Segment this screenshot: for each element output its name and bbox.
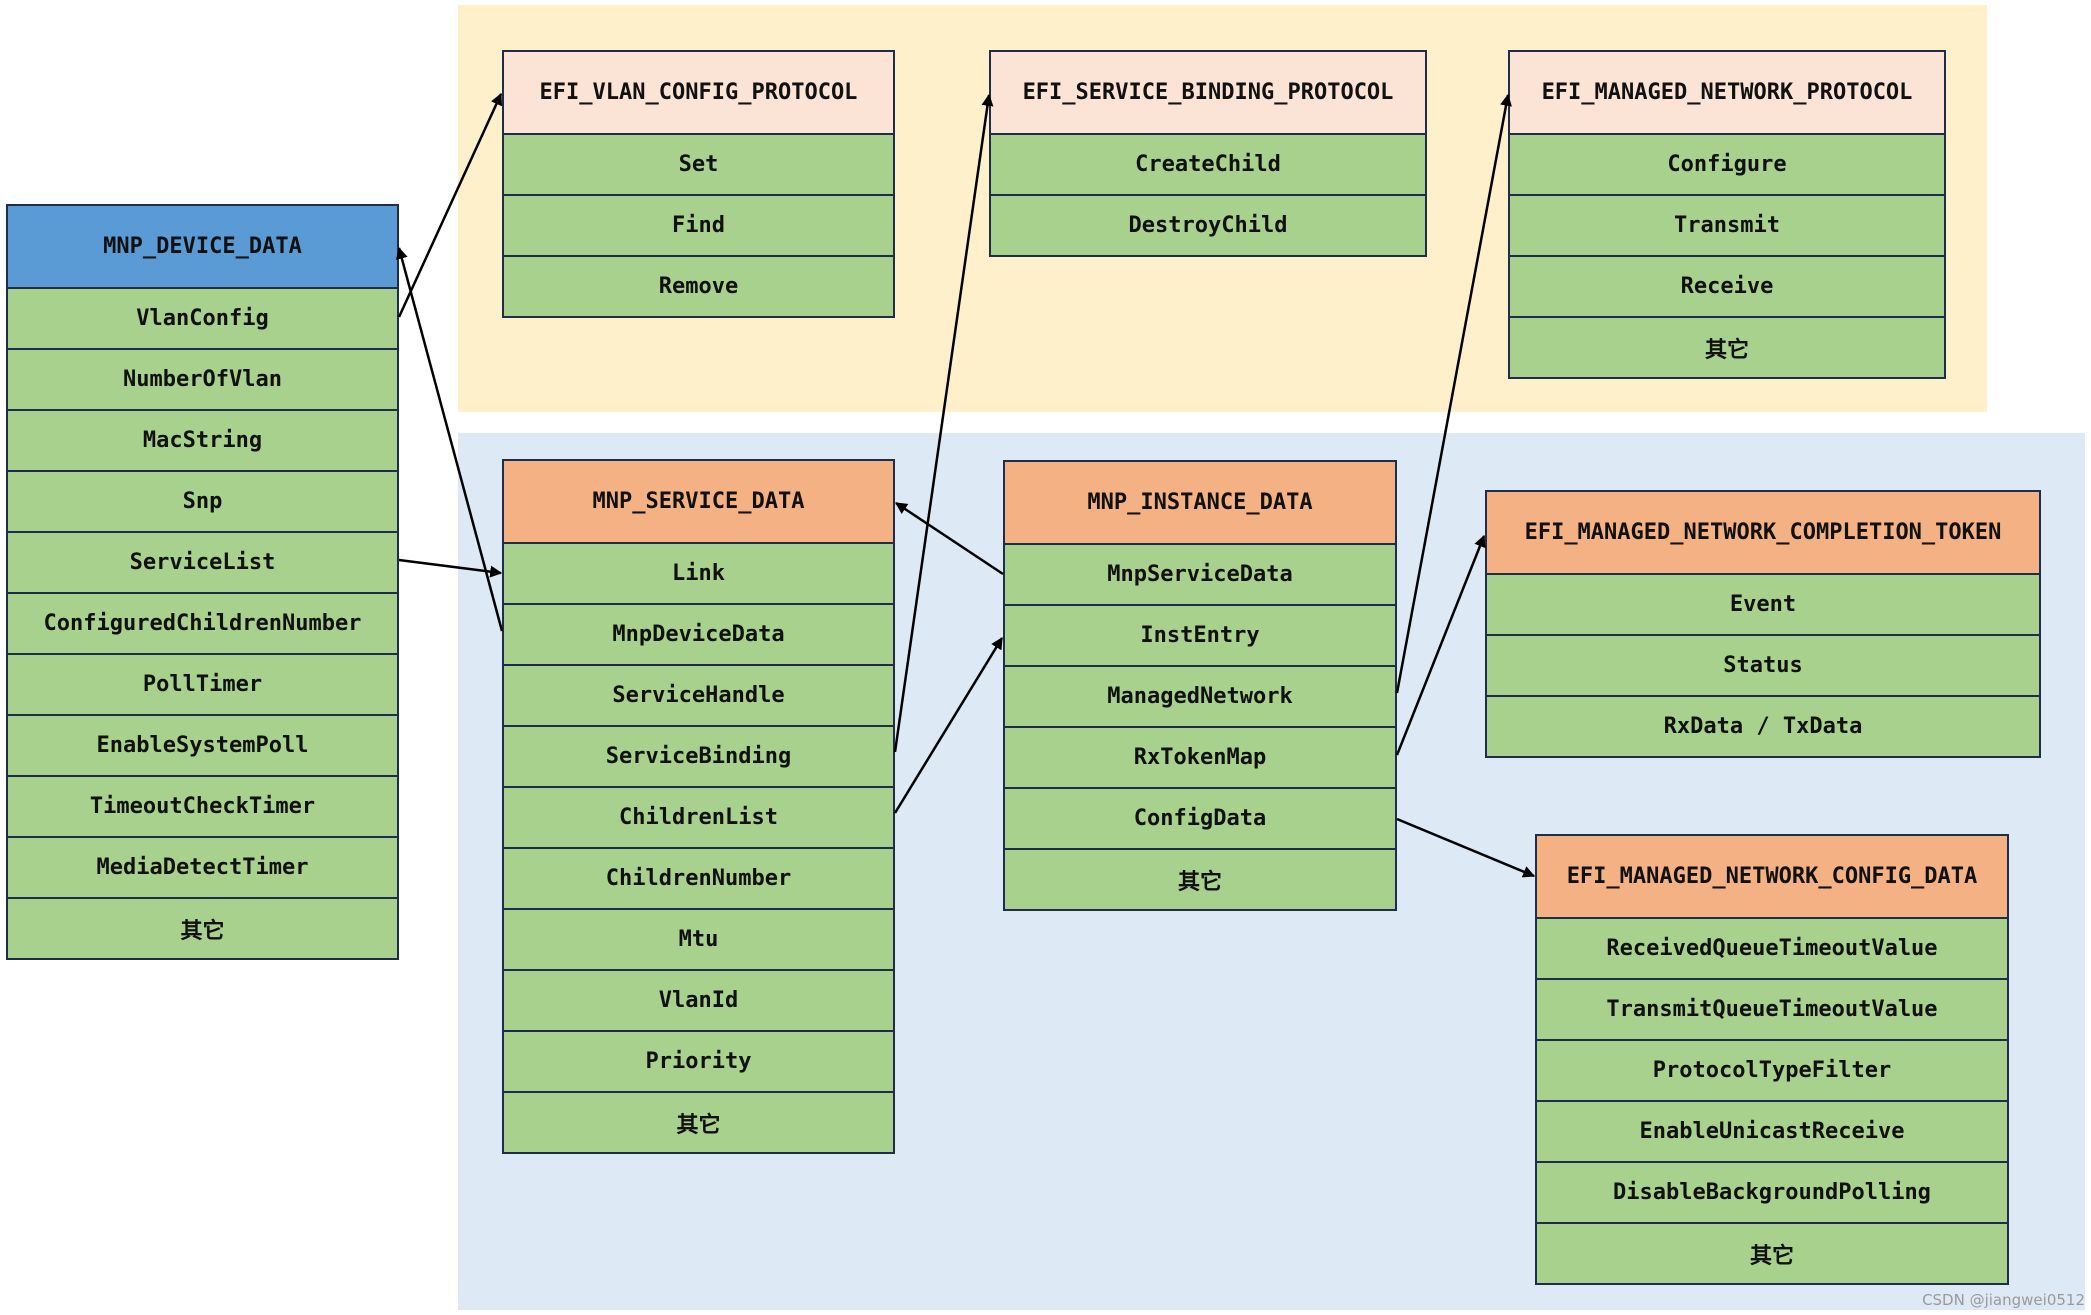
arrow-mnpservicedata-to-service-data — [895, 501, 1004, 576]
efi-managed-network-config-data-field: ReceivedQueueTimeoutValue — [1537, 919, 2007, 980]
mnp-instance-data-field: MnpServiceData — [1005, 545, 1395, 606]
mnp-device-data-field: ServiceList — [8, 533, 397, 594]
efi-vlan-config-protocol-header: EFI_VLAN_CONFIG_PROTOCOL — [504, 52, 893, 135]
efi-vlan-config-protocol-field: Find — [504, 196, 893, 257]
mnp-instance-data-field: 其它 — [1005, 850, 1395, 911]
efi-managed-network-protocol-header: EFI_MANAGED_NETWORK_PROTOCOL — [1510, 52, 1944, 135]
efi-service-binding-protocol-field: CreateChild — [991, 135, 1425, 196]
mnp-service-data-field: ServiceHandle — [504, 666, 893, 727]
efi-managed-network-protocol-field: Configure — [1510, 135, 1944, 196]
efi-managed-network-config-data-header: EFI_MANAGED_NETWORK_CONFIG_DATA — [1537, 836, 2007, 919]
mnp-instance-data-field: InstEntry — [1005, 606, 1395, 667]
efi-managed-network-config-data-field: TransmitQueueTimeoutValue — [1537, 980, 2007, 1041]
arrow-servicebinding-to-binding-protocol — [893, 93, 994, 753]
efi-managed-network-config-data-field: DisableBackgroundPolling — [1537, 1163, 2007, 1224]
efi-managed-network-config-data-field: EnableUnicastReceive — [1537, 1102, 2007, 1163]
mnp-device-data-field: MacString — [8, 411, 397, 472]
efi-managed-network-completion-token-field: Event — [1487, 575, 2039, 636]
mnp-device-data-field: VlanConfig — [8, 289, 397, 350]
mnp-device-data-field: NumberOfVlan — [8, 350, 397, 411]
mnp-service-data-field: ServiceBinding — [504, 727, 893, 788]
arrow-servicelist-to-service-data — [398, 558, 503, 578]
efi-managed-network-completion-token-field: RxData / TxData — [1487, 697, 2039, 758]
mnp-service-data-header: MNP_SERVICE_DATA — [504, 461, 893, 544]
efi-managed-network-protocol-field: Transmit — [1510, 196, 1944, 257]
mnp-service-data-field: VlanId — [504, 971, 893, 1032]
mnp-instance-data-field: ConfigData — [1005, 789, 1395, 850]
mnp-device-data-field: EnableSystemPoll — [8, 716, 397, 777]
arrow-childrenlist-to-instentry — [893, 636, 1004, 814]
mnp-device-data-header: MNP_DEVICE_DATA — [8, 206, 397, 289]
mnp-instance-data-field: ManagedNetwork — [1005, 667, 1395, 728]
mnp-device-data-field: ConfiguredChildrenNumber — [8, 594, 397, 655]
mnp-service-data-field: MnpDeviceData — [504, 605, 893, 666]
efi-managed-network-protocol-field: Receive — [1510, 257, 1944, 318]
mnp-device-data-field: Snp — [8, 472, 397, 533]
mnp-instance-data-field: RxTokenMap — [1005, 728, 1395, 789]
efi-managed-network-protocol-field: 其它 — [1510, 318, 1944, 379]
efi-service-binding-protocol-header: EFI_SERVICE_BINDING_PROTOCOL — [991, 52, 1425, 135]
mnp-device-data-field: 其它 — [8, 899, 397, 960]
arrow-managednetwork-to-mn-protocol — [1395, 93, 1512, 694]
efi-vlan-config-protocol-field: Remove — [504, 257, 893, 318]
efi-managed-network-completion-token-field: Status — [1487, 636, 2039, 697]
mnp-service-data-field: ChildrenList — [504, 788, 893, 849]
mnp-service-data-field: ChildrenNumber — [504, 849, 893, 910]
mnp-instance-data-header: MNP_INSTANCE_DATA — [1005, 462, 1395, 545]
arrow-vlanconfig-to-vlan-protocol — [397, 92, 503, 318]
efi-managed-network-completion-token-header: EFI_MANAGED_NETWORK_COMPLETION_TOKEN — [1487, 492, 2039, 575]
efi-service-binding-protocol-field: DestroyChild — [991, 196, 1425, 257]
mnp-service-data-field: Mtu — [504, 910, 893, 971]
mnp-device-data-field: MediaDetectTimer — [8, 838, 397, 899]
mnp-device-data-field: TimeoutCheckTimer — [8, 777, 397, 838]
efi-vlan-config-protocol-field: Set — [504, 135, 893, 196]
arrow-configdata-to-config-data — [1396, 817, 1536, 878]
mnp-service-data-field: Priority — [504, 1032, 893, 1093]
mnp-device-data-field: PollTimer — [8, 655, 397, 716]
efi-managed-network-config-data-field: 其它 — [1537, 1224, 2007, 1285]
mnp-service-data-field: Link — [504, 544, 893, 605]
efi-managed-network-config-data-field: ProtocolTypeFilter — [1537, 1041, 2007, 1102]
arrow-mnpdevicedata-to-device-data — [396, 246, 504, 632]
arrow-rxtokenmap-to-completion-token — [1395, 534, 1486, 756]
mnp-service-data-field: 其它 — [504, 1093, 893, 1154]
watermark: CSDN @jiangwei0512 — [1922, 1291, 2085, 1309]
